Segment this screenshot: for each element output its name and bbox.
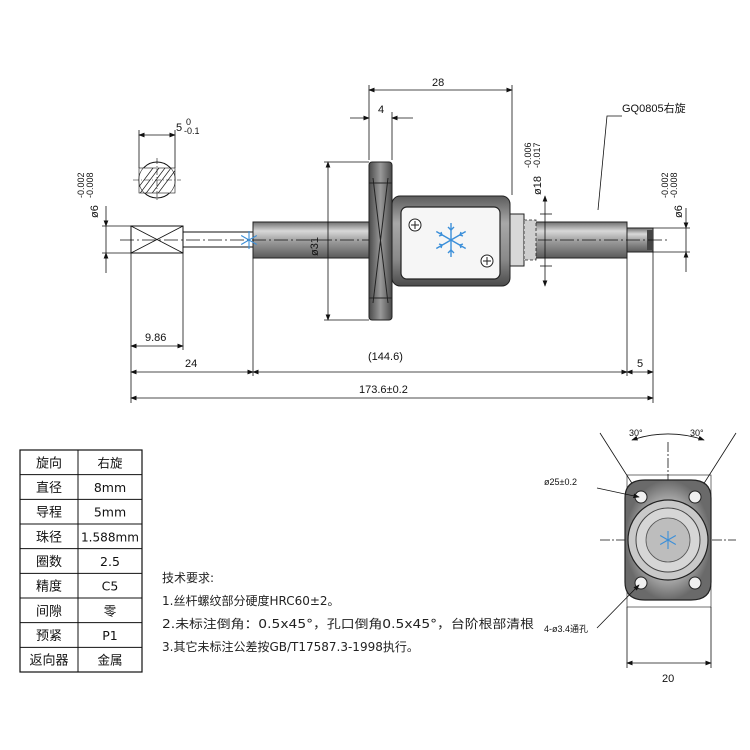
model-label: GQ0805右旋 (622, 101, 686, 115)
left-shaft (182, 231, 254, 248)
dimension-lines (102, 85, 690, 403)
dim-left-shaft-tol-top: -0.002 (76, 172, 86, 198)
dim-right-shaft-dia: ø6 (673, 205, 685, 218)
spec-label: 返向器 (29, 653, 68, 669)
dim-left-end-len: 9.86 (145, 332, 166, 344)
note-item-1: 1.丝杆螺纹部分硬度HRC60±2。 (162, 593, 340, 608)
dim-nut-length: 28 (432, 77, 444, 89)
spec-label: 精度 (36, 579, 62, 595)
technical-notes: 技术要求: 1.丝杆螺纹部分硬度HRC60±2。 2.未标注倒角：0.5x45°… (162, 571, 534, 654)
pcd-label: ø25±0.2 (544, 477, 577, 487)
dim-nut-dia-tol-top: -0.006 (523, 142, 533, 168)
dim-key-width: 5 (176, 122, 182, 134)
dim-total-len: 173.6±0.2 (359, 384, 408, 396)
dim-right-shaft-tol-top: -0.002 (660, 172, 670, 198)
dim-key-width-tol-bottom: -0.1 (184, 126, 200, 136)
spec-label: 导程 (36, 506, 62, 521)
spec-label: 旋向 (36, 455, 62, 471)
dim-right-shaft-tol-bottom: -0.008 (669, 172, 679, 198)
spec-value: 右旋 (97, 455, 123, 470)
spec-value: C5 (102, 579, 119, 594)
ball-screw-side-view (120, 161, 668, 321)
angle-left-label: 30° (629, 428, 643, 438)
dim-right-end-len: 5 (637, 358, 643, 370)
snowflake-logo-front-icon (659, 531, 677, 549)
dim-flange-dia: ø31 (309, 237, 321, 256)
mount-hole-icon (634, 490, 648, 504)
spec-value: 1.588mm (81, 529, 139, 544)
spec-value: P1 (102, 628, 118, 643)
dim-key-width-tol-top: 0 (186, 117, 191, 127)
mount-hole-icon (688, 490, 702, 504)
spec-label: 珠径 (36, 530, 62, 545)
snowflake-logo-icon (435, 223, 467, 257)
spec-value: 8mm (94, 480, 126, 495)
dim-left-shaft-dia: ø6 (89, 205, 101, 218)
dim-left-step-len: 24 (185, 358, 197, 370)
notes-title: 技术要求: (162, 571, 214, 585)
angle-right-label: 30° (690, 428, 704, 438)
spec-label: 圈数 (36, 555, 62, 570)
note-item-2: 2.未标注倒角：0.5x45°，孔口倒角0.5x45°，台阶根部清根 (162, 616, 534, 631)
nut-wiper (509, 213, 525, 267)
spec-value: 5mm (94, 505, 126, 520)
spec-value: 2.5 (100, 554, 120, 569)
dim-screw-len: (144.6) (368, 351, 403, 363)
flange-front-view (596, 432, 737, 668)
mount-hole-icon (688, 576, 702, 590)
note-item-3: 3.其它未标注公差按GB/T17587.3-1998执行。 (162, 639, 419, 654)
spec-label: 直径 (36, 481, 62, 496)
spec-value: 金属 (97, 653, 122, 668)
spec-label: 间隙 (36, 604, 62, 619)
dim-nut-dia-tol-bottom: -0.017 (532, 142, 542, 168)
holes-label: 4-ø3.4通孔 (544, 624, 588, 634)
key-section-view (133, 158, 181, 202)
dim-left-shaft-tol-bottom: -0.008 (85, 172, 95, 198)
dim-nut-dia: ø18 (532, 176, 544, 195)
spec-label: 预紧 (36, 629, 62, 644)
dim-flange-thickness: 4 (378, 104, 384, 116)
snowflake-logo-small-icon (240, 231, 258, 249)
flange-width-label: 20 (662, 673, 674, 685)
spec-value: 零 (104, 603, 117, 618)
